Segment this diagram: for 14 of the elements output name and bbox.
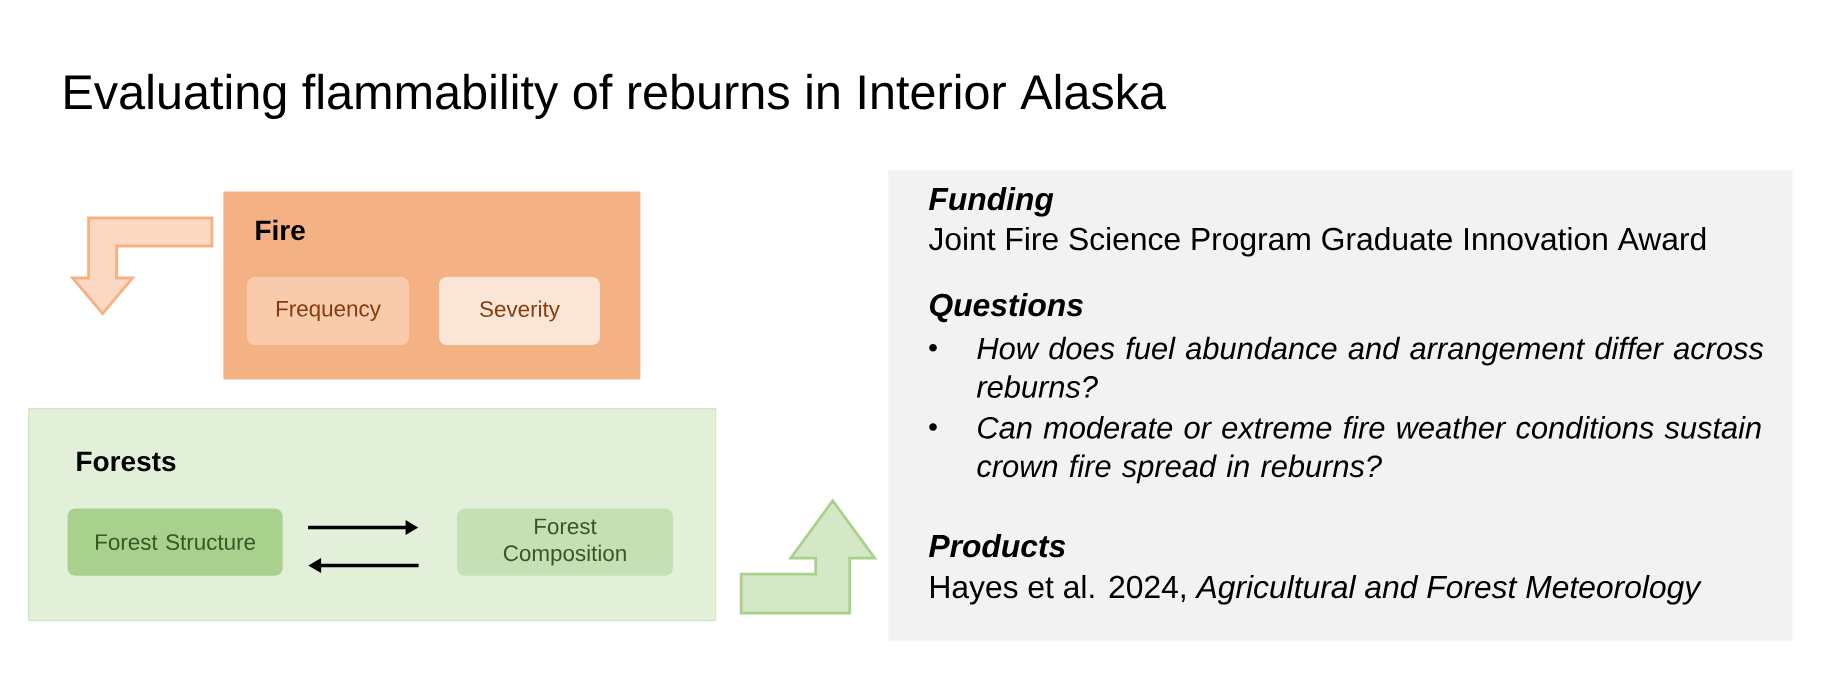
rounded-box: Severity <box>439 277 600 345</box>
section-heading: Products <box>929 533 1066 558</box>
rounded-box: Forest Composition <box>457 508 673 576</box>
body-text: Joint Fire Science Program Graduate Innovation Award <box>928 226 1706 257</box>
question-text: How does fuel abundance and arrangement differ across reburns? <box>976 336 1764 398</box>
section-heading: Funding <box>929 186 1054 217</box>
section-heading: Questions <box>930 292 1083 323</box>
rounded-box: Frequency <box>247 277 409 345</box>
citation-text: Hayes et al. 2024, Agricultural and Forest Meteorology <box>931 574 1702 605</box>
block-arrow <box>739 498 878 615</box>
rounded-box: Forest Structure <box>67 508 283 576</box>
question-text: Can moderate or extreme fire weather conditions sustain crown fire spread in reburns? <box>977 416 1761 484</box>
title: Evaluating flammability of reburns in Interior Alaska <box>65 73 1166 120</box>
info-panel <box>888 170 1793 641</box>
